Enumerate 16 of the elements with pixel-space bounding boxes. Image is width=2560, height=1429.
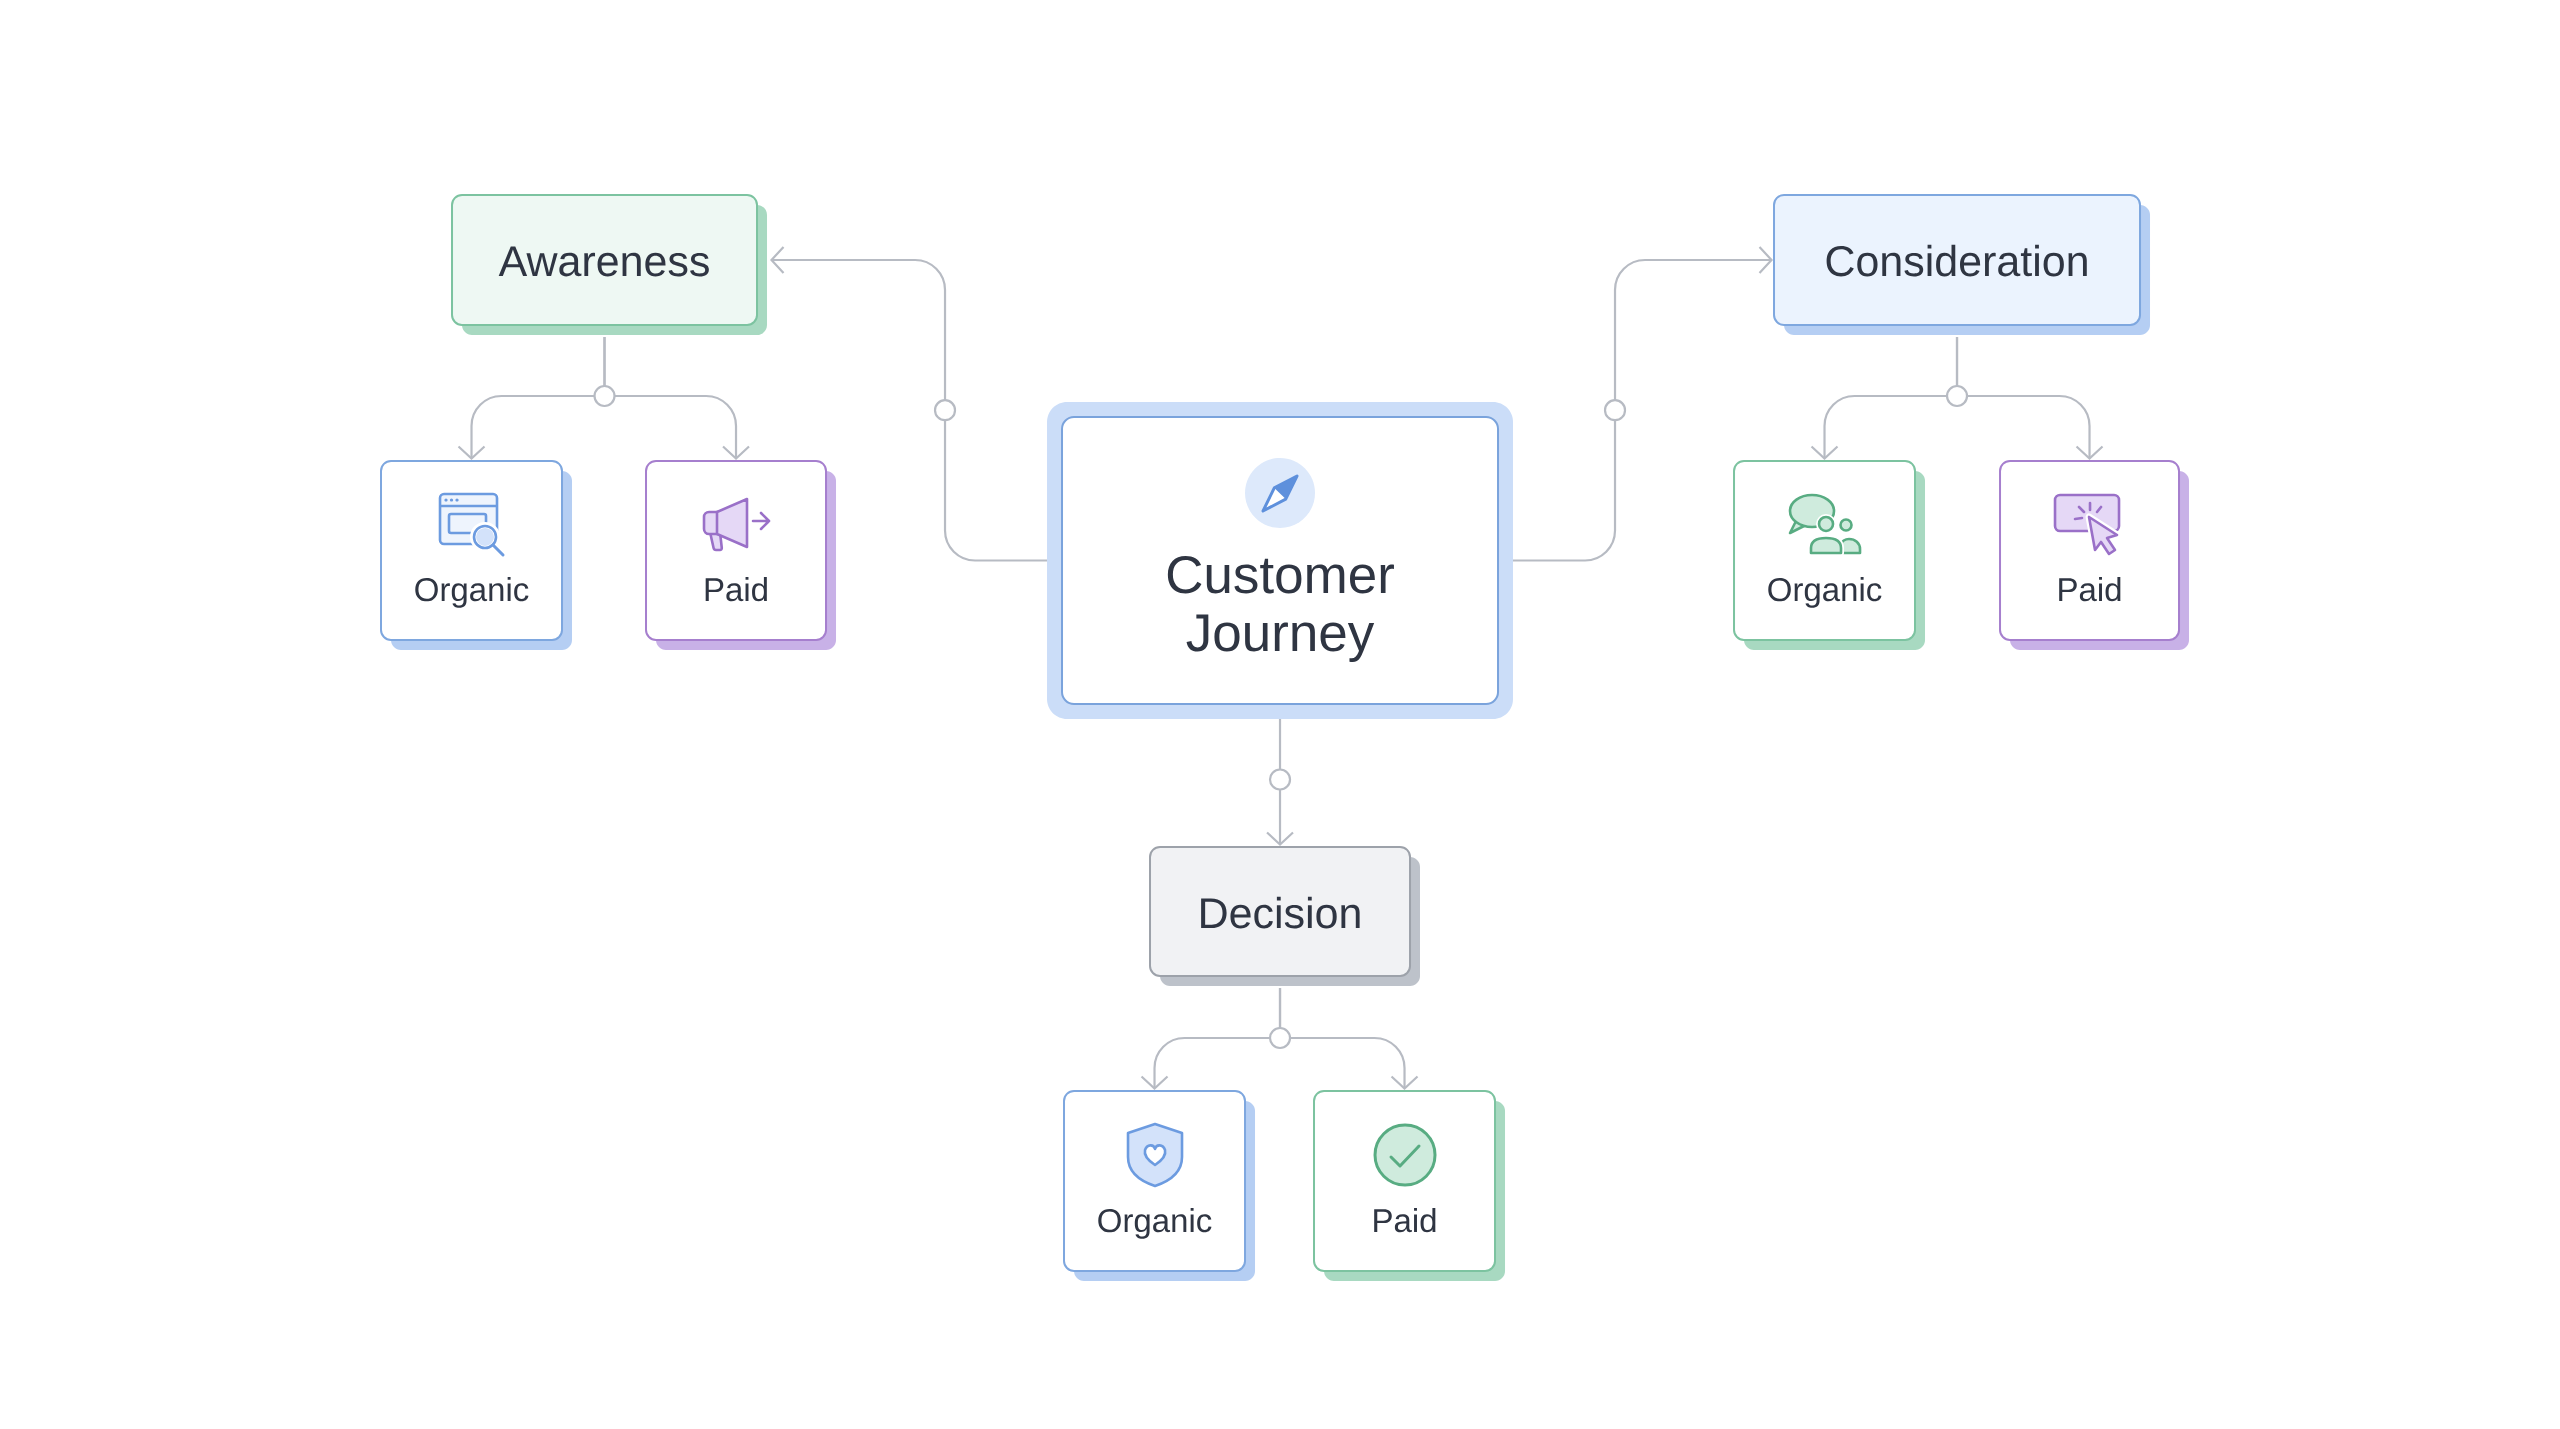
stage-box: Awareness xyxy=(451,194,767,335)
arrow xyxy=(1278,988,1419,1090)
channel-card: Organic xyxy=(1063,1090,1255,1281)
channel-card: Organic xyxy=(380,460,572,650)
stage-box: Decision xyxy=(1149,846,1420,986)
arrow xyxy=(770,246,1047,562)
arrow xyxy=(1266,719,1294,846)
channel-card: Paid xyxy=(645,460,836,650)
arrow xyxy=(1955,337,2104,460)
stage-box: Consideration xyxy=(1773,194,2150,335)
arrow xyxy=(1513,246,1773,562)
topic-box: Customer Journey xyxy=(1047,402,1513,719)
channel-card: Organic xyxy=(1733,460,1925,650)
channel-card: Paid xyxy=(1313,1090,1505,1281)
channel-card: Paid xyxy=(1999,460,2189,650)
arrow xyxy=(603,337,750,460)
